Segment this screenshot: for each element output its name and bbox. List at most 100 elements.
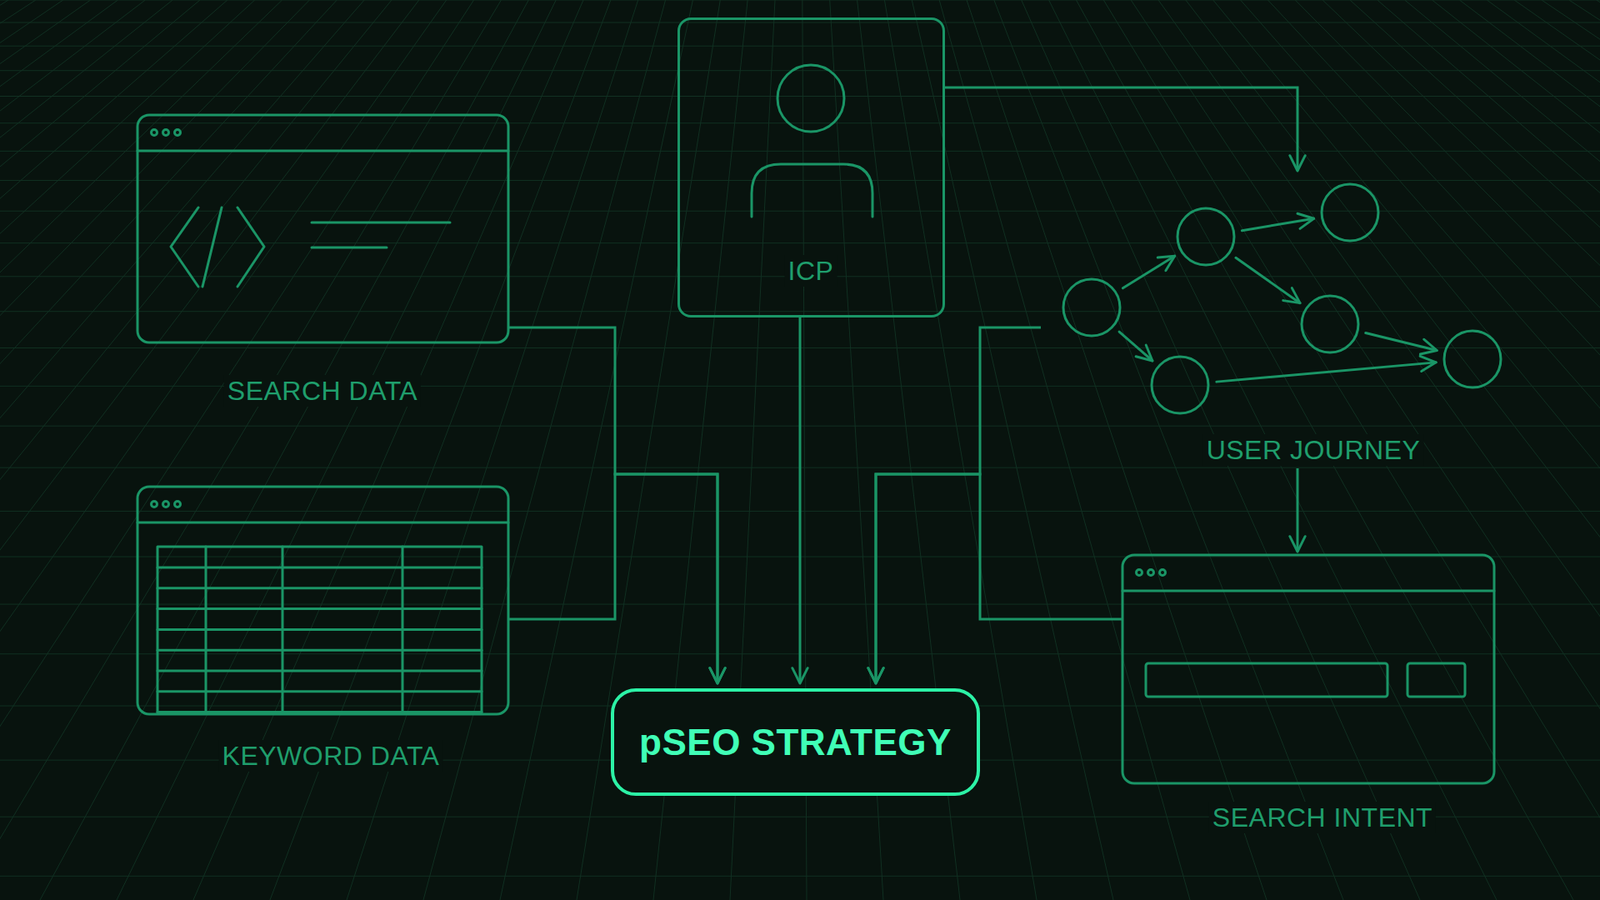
journey-arrow — [1235, 257, 1300, 303]
grid-line — [0, 0, 36, 900]
node-label: SEARCH DATA — [224, 375, 421, 407]
strategy-box: pSEO STRATEGY — [610, 688, 980, 796]
data-source: SEARCH DATA — [137, 115, 509, 411]
journey-arrow — [1365, 332, 1438, 350]
flow-connector — [799, 317, 802, 684]
grid-line — [1130, 0, 1600, 900]
table-window-icon — [137, 486, 509, 715]
grid-line — [0, 242, 1600, 244]
grid-line — [1596, 0, 1600, 900]
grid-line — [0, 0, 200, 900]
grid-line — [0, 122, 1600, 124]
grid-line — [1405, 0, 1600, 900]
table-row — [157, 566, 482, 570]
person-body — [751, 164, 873, 217]
grid-line — [0, 0, 447, 900]
grid-line — [0, 70, 1600, 71]
grid-line — [116, 0, 556, 900]
window-dot — [1160, 570, 1166, 576]
grid-line — [0, 0, 9, 900]
window-bar — [1122, 590, 1495, 593]
table-row — [157, 649, 482, 652]
grid-line — [1185, 0, 1600, 900]
grid-line — [0, 875, 1600, 877]
grid-line — [0, 0, 255, 900]
journey-arrow — [1119, 331, 1153, 361]
grid-line — [0, 0, 64, 900]
code-window-icon — [137, 115, 509, 343]
table-row — [157, 670, 482, 673]
journey-arrow — [1241, 218, 1314, 230]
window-dot — [163, 130, 170, 136]
table-row — [157, 586, 482, 590]
table-row — [157, 690, 482, 693]
grid-line — [0, 0, 475, 900]
grid-line — [0, 180, 1600, 181]
table-row — [157, 628, 482, 631]
window-bar — [137, 150, 509, 153]
window-dot — [151, 130, 158, 136]
grid-line — [1103, 0, 1600, 900]
person-head — [777, 65, 845, 132]
flow-connector — [508, 474, 718, 684]
flow-connector — [508, 327, 718, 684]
window-dot — [175, 130, 181, 136]
grid-line — [1459, 0, 1600, 900]
journey-graph — [1063, 184, 1501, 414]
window-frame — [137, 115, 509, 343]
node-label: USER JOURNEY — [1203, 434, 1425, 466]
journey-step — [1444, 330, 1501, 388]
journey-group: USER JOURNEY — [1040, 170, 1509, 469]
window-dot — [151, 501, 158, 508]
flow-connector — [875, 474, 1123, 684]
grid-line — [193, 0, 584, 900]
code-slash — [202, 207, 222, 287]
journey-arrow — [1122, 255, 1175, 289]
grid-line — [0, 0, 173, 900]
window-dot — [175, 501, 181, 508]
grid-line — [1432, 0, 1600, 900]
grid-line — [40, 0, 529, 900]
window-dot — [1148, 570, 1155, 576]
window-dot — [1136, 570, 1143, 576]
grid-line — [0, 0, 1600, 1]
journey-step — [1063, 279, 1120, 336]
grid-line — [0, 310, 1600, 312]
journey-step — [1177, 208, 1235, 265]
data-source: KEYWORD DATA — [137, 486, 509, 775]
code-bracket — [170, 207, 199, 287]
grid-line — [0, 0, 91, 900]
table-row — [157, 607, 482, 610]
grid-line — [1486, 0, 1600, 900]
journey-step — [1321, 184, 1379, 241]
grid-line — [1569, 0, 1600, 900]
search-input — [1145, 663, 1388, 697]
grid-line — [1514, 0, 1600, 900]
grid-line — [0, 0, 501, 900]
grid-line — [0, 150, 1600, 152]
grid-line — [1541, 0, 1600, 900]
node-label: ICP — [785, 255, 838, 287]
journey-arrow — [1216, 362, 1436, 382]
flow-connector — [945, 87, 1298, 171]
window-frame — [137, 486, 509, 715]
journey-step — [1301, 295, 1359, 353]
table-frame — [157, 546, 482, 713]
text-line — [311, 246, 387, 250]
table-row — [157, 710, 482, 714]
window-frame — [1122, 555, 1495, 784]
text-line — [311, 221, 450, 225]
search-button — [1407, 663, 1465, 697]
window-dot — [163, 501, 170, 508]
search-window-icon — [1122, 555, 1495, 784]
grid-line — [0, 95, 1600, 97]
flow-connector — [875, 327, 1041, 684]
persona-box: ICP — [677, 17, 945, 318]
window-bar — [137, 521, 509, 525]
journey-step — [1151, 356, 1209, 414]
grid-line — [0, 0, 118, 900]
strategy-title: pSEO STRATEGY — [635, 720, 955, 765]
table-grid — [157, 546, 482, 713]
